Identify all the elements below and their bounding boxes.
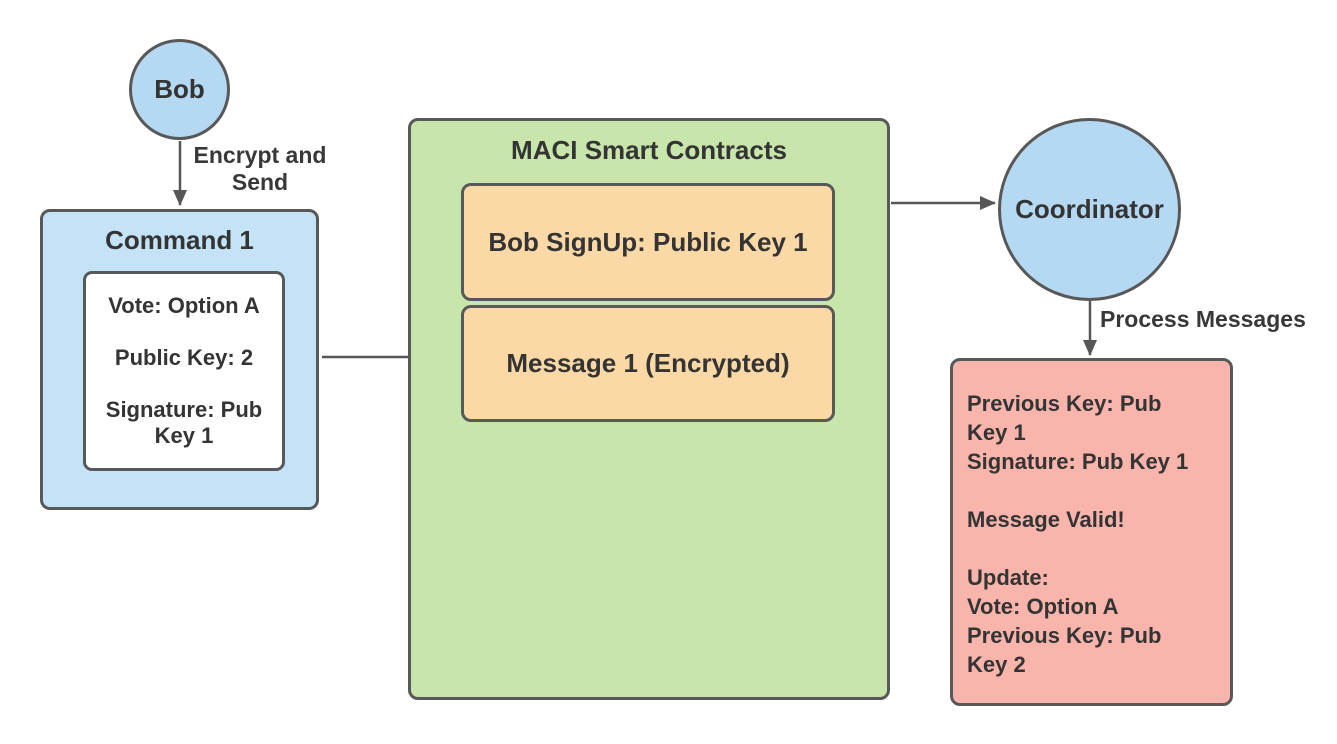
text-line: Encrypt and <box>193 142 327 168</box>
bob-node: Bob <box>129 39 230 140</box>
text-line: Key 1 <box>154 423 214 448</box>
text-line: Update: <box>967 565 1049 590</box>
text-line: Message Valid! <box>967 507 1125 532</box>
text-line <box>967 534 1220 563</box>
text-line: Key 1 <box>967 420 1026 445</box>
maci-contracts-node: MACI Smart Contracts Bob SignUp: Public … <box>408 118 890 700</box>
text-line: Signature: Pub Key 1 <box>967 449 1189 474</box>
coordinator-label: Coordinator <box>1015 194 1164 224</box>
coordinator-node: Coordinator <box>998 118 1181 301</box>
text-line <box>967 476 1220 505</box>
text-line: Key 2 <box>967 652 1026 677</box>
text-line <box>86 371 282 397</box>
message-record-node: Message 1 (Encrypted) <box>461 305 835 422</box>
text-line: Previous Key: Pub <box>967 391 1162 416</box>
text-line: Vote: Option A <box>967 594 1119 619</box>
command-detail-card: Vote: Option A Public Key: 2 Signature: … <box>83 271 285 471</box>
text-line: Signature: Pub <box>105 397 263 422</box>
process-messages-edge-label: Process Messages <box>1100 306 1306 332</box>
command-node: Command 1 Vote: Option A Public Key: 2 S… <box>40 209 319 510</box>
maci-title: MACI Smart Contracts <box>511 135 787 165</box>
text-line: Public Key: 2 <box>114 345 254 370</box>
command-title: Command 1 <box>105 225 254 255</box>
text-line: Previous Key: Pub <box>967 623 1162 648</box>
message-record-label: Message 1 (Encrypted) <box>506 348 790 378</box>
text-line <box>86 319 282 345</box>
signup-record-node: Bob SignUp: Public Key 1 <box>461 183 835 301</box>
text-line: Send <box>231 169 289 195</box>
signup-record-label: Bob SignUp: Public Key 1 <box>488 226 808 257</box>
bob-label: Bob <box>154 74 205 104</box>
text-line: Vote: Option A <box>108 293 260 318</box>
